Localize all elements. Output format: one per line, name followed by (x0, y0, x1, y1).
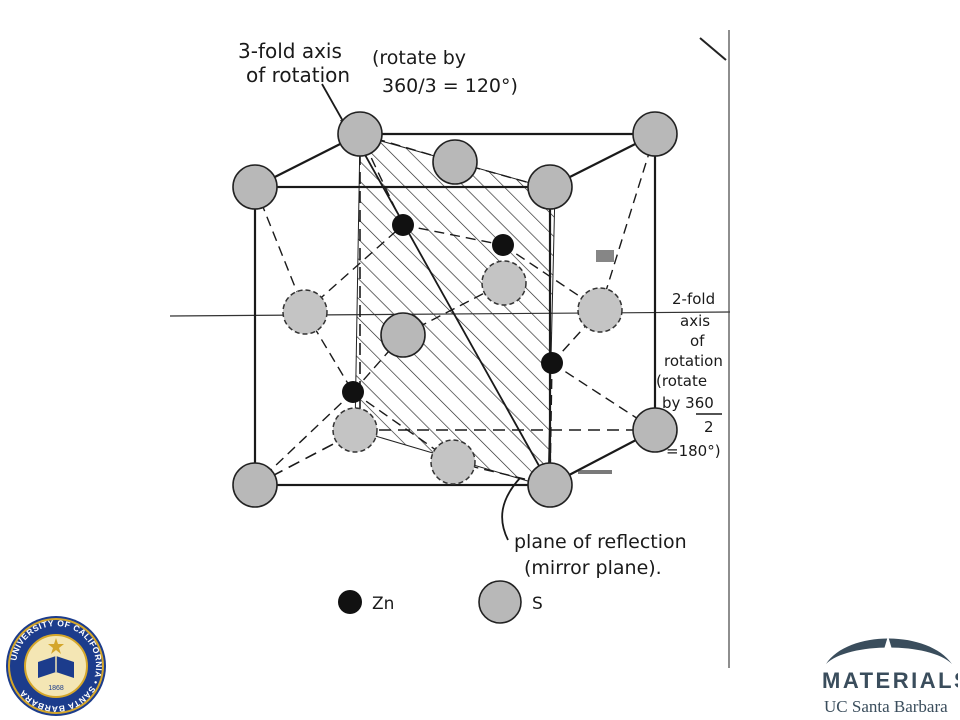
zinc-atom (541, 352, 563, 374)
two-fold-label-8: =180°) (666, 442, 721, 460)
two-fold-label-7: 2 (704, 418, 714, 436)
materials-ucsb-logo: MATERIALS UC Santa Barbara (822, 636, 958, 716)
sulfur-atom-hidden (282, 289, 328, 335)
seal-year: 1868 (48, 685, 64, 692)
mirror-label-2: (mirror plane). (524, 557, 662, 579)
sulfur-atom-hidden (332, 407, 378, 453)
sulfur-atom (232, 164, 278, 210)
two-fold-label-1: 2-fold (672, 290, 715, 308)
two-fold-label-2: axis (680, 312, 710, 330)
two-fold-label-6: by 360 (662, 394, 714, 412)
star-icon (48, 638, 64, 654)
sulfur-atom (632, 407, 678, 453)
sulfur-atom (432, 139, 478, 185)
mirror-label-1: plane of reflection (514, 531, 687, 553)
sulfur-atom (527, 164, 573, 210)
sulfur-atom-hidden (481, 260, 527, 306)
zinc-atom (392, 214, 414, 236)
scan-smudge (596, 250, 614, 262)
two-fold-label-4: rotation (664, 352, 723, 370)
sulfur-atom (380, 312, 426, 358)
rotate-label-1: (rotate by (372, 47, 466, 69)
legend-zinc-label: Zn (372, 594, 394, 614)
sulfur-atom-hidden (430, 439, 476, 485)
zinc-atom (342, 381, 364, 403)
materials-wordmark: MATERIALS (822, 668, 958, 693)
three-fold-axis-line (349, 127, 553, 490)
sulfur-atom-hidden (577, 287, 623, 333)
arch-icon (826, 638, 952, 664)
three-fold-label-2: of rotation (246, 63, 350, 87)
scan-edge-mark (699, 37, 727, 61)
rotate-label-2: 360/3 = 120°) (382, 75, 518, 97)
legend-zinc-marker (338, 590, 362, 614)
sulfur-atom (527, 462, 573, 508)
materials-subtitle: UC Santa Barbara (824, 697, 948, 716)
sulfur-atom (337, 111, 383, 157)
mirror-pointer (501, 477, 521, 541)
scan-smudge (578, 470, 612, 474)
two-fold-label-5: (rotate (656, 372, 707, 390)
legend-sulfur-marker (478, 580, 522, 624)
legend-sulfur-label: S (532, 594, 543, 614)
two-fold-axis-line (169, 311, 731, 317)
three-fold-label-1: 3-fold axis (238, 39, 342, 63)
two-fold-label-3: of (690, 332, 705, 350)
zinc-atom (492, 234, 514, 256)
uc-seal-logo: 1868 UNIVERSITY OF CALIFORNIA • SANTA BA… (6, 616, 106, 716)
sulfur-atom (632, 111, 678, 157)
sulfur-atom (232, 462, 278, 508)
